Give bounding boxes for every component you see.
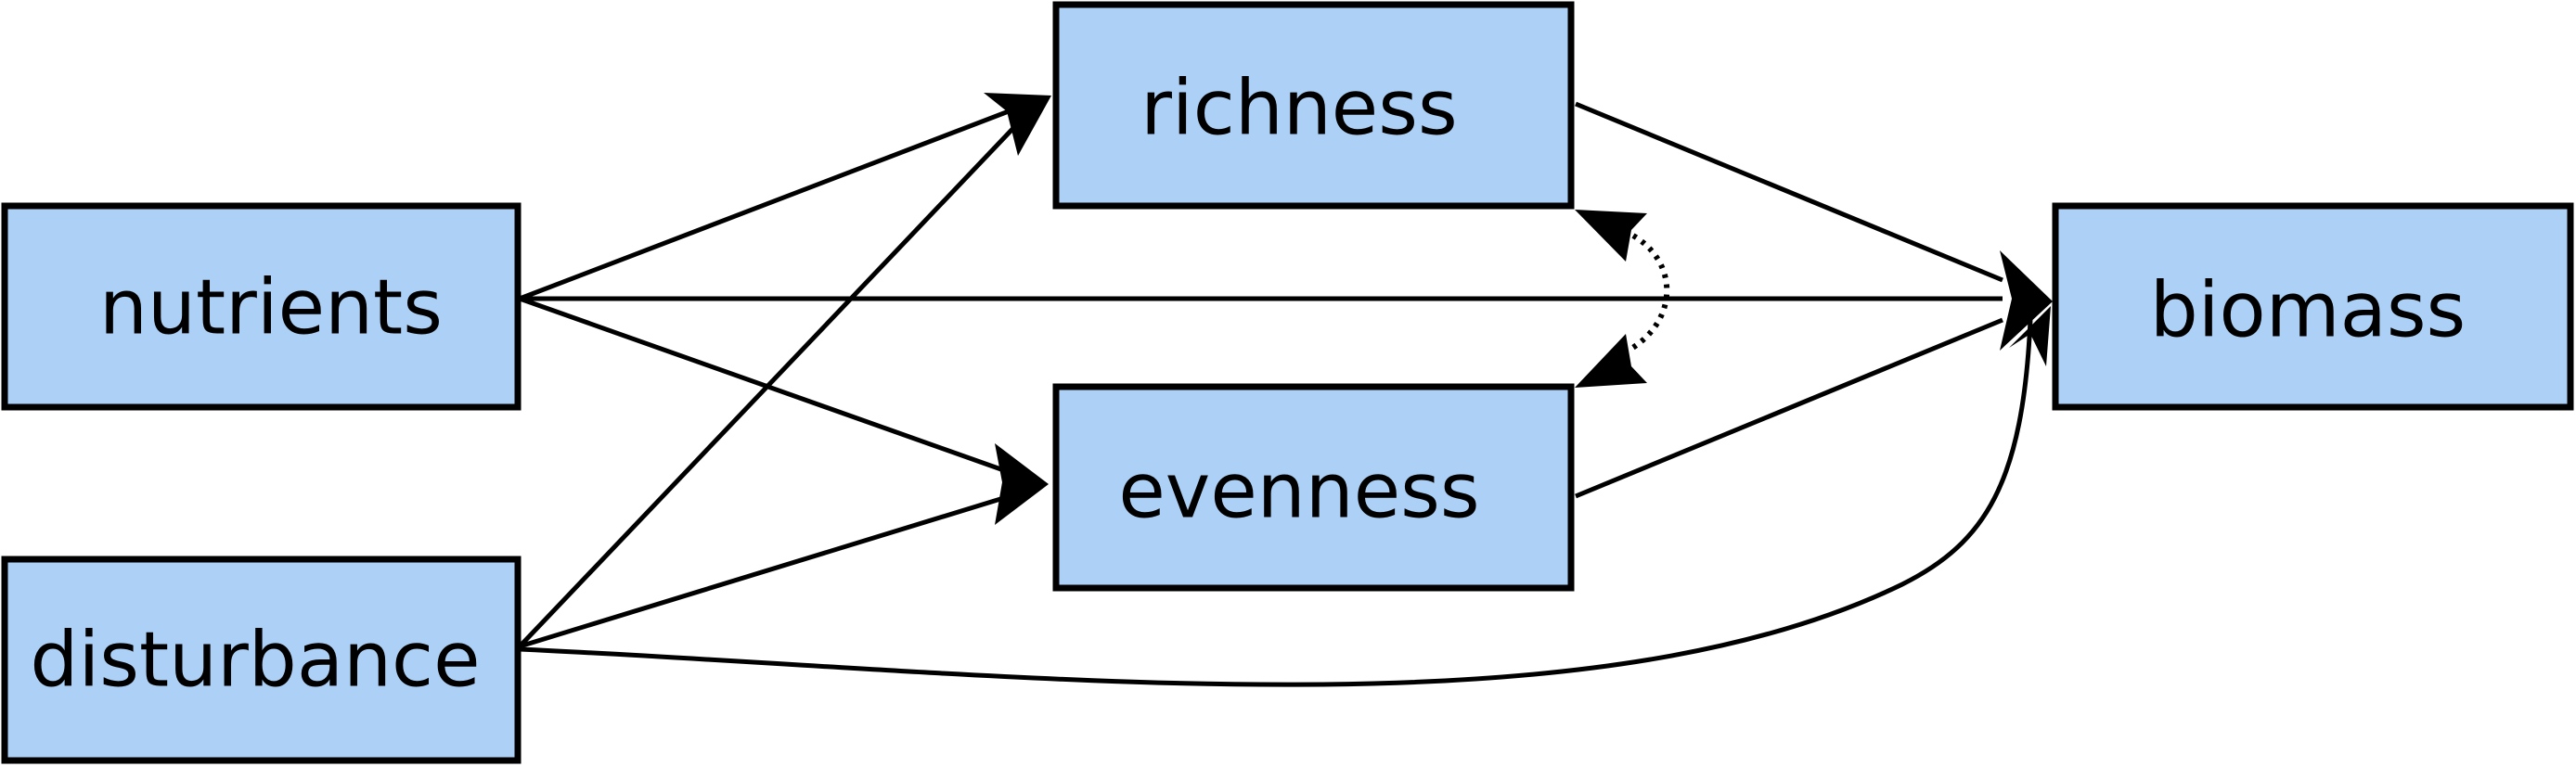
edge-disturbance-to-richness [518, 123, 1018, 648]
node-nutrients: nutrients [1, 202, 522, 411]
node-richness-box [1052, 1, 1575, 210]
node-biomass: biomass [2052, 202, 2574, 411]
node-disturbance: disturbance [1, 556, 522, 764]
edge-disturbance-to-evenness [519, 493, 1011, 649]
node-disturbance-box [1, 556, 522, 764]
node-nutrients-label: nutrients [99, 264, 443, 352]
node-richness-label: richness [1140, 65, 1457, 153]
node-biomass-box [2052, 202, 2574, 411]
arrowhead-covariance-evenness [1575, 334, 1647, 388]
node-evenness: evenness [1052, 383, 1575, 592]
edge-richness-to-biomass [1575, 101, 2003, 283]
arrowhead-into-richness [984, 93, 1051, 156]
edge-disturbance-to-biomass [519, 319, 2033, 687]
node-disturbance-label: disturbance [30, 617, 480, 705]
arrowhead-into-biomass [2000, 250, 2053, 351]
arrowhead-covariance-richness [1575, 210, 1647, 262]
node-nutrients-box [1, 202, 522, 411]
arrowhead-into-biomass-curve [2009, 306, 2051, 366]
node-evenness-box [1052, 383, 1575, 592]
node-biomass-label: biomass [2150, 267, 2467, 355]
node-evenness-label: evenness [1118, 448, 1479, 536]
arrowheads [984, 93, 2053, 525]
node-richness: richness [1052, 1, 1575, 210]
edges [518, 101, 2033, 687]
edge-nutrients-to-richness [519, 104, 1022, 301]
edge-evenness-to-biomass [1575, 317, 2003, 499]
arrowhead-into-evenness [995, 443, 1049, 525]
